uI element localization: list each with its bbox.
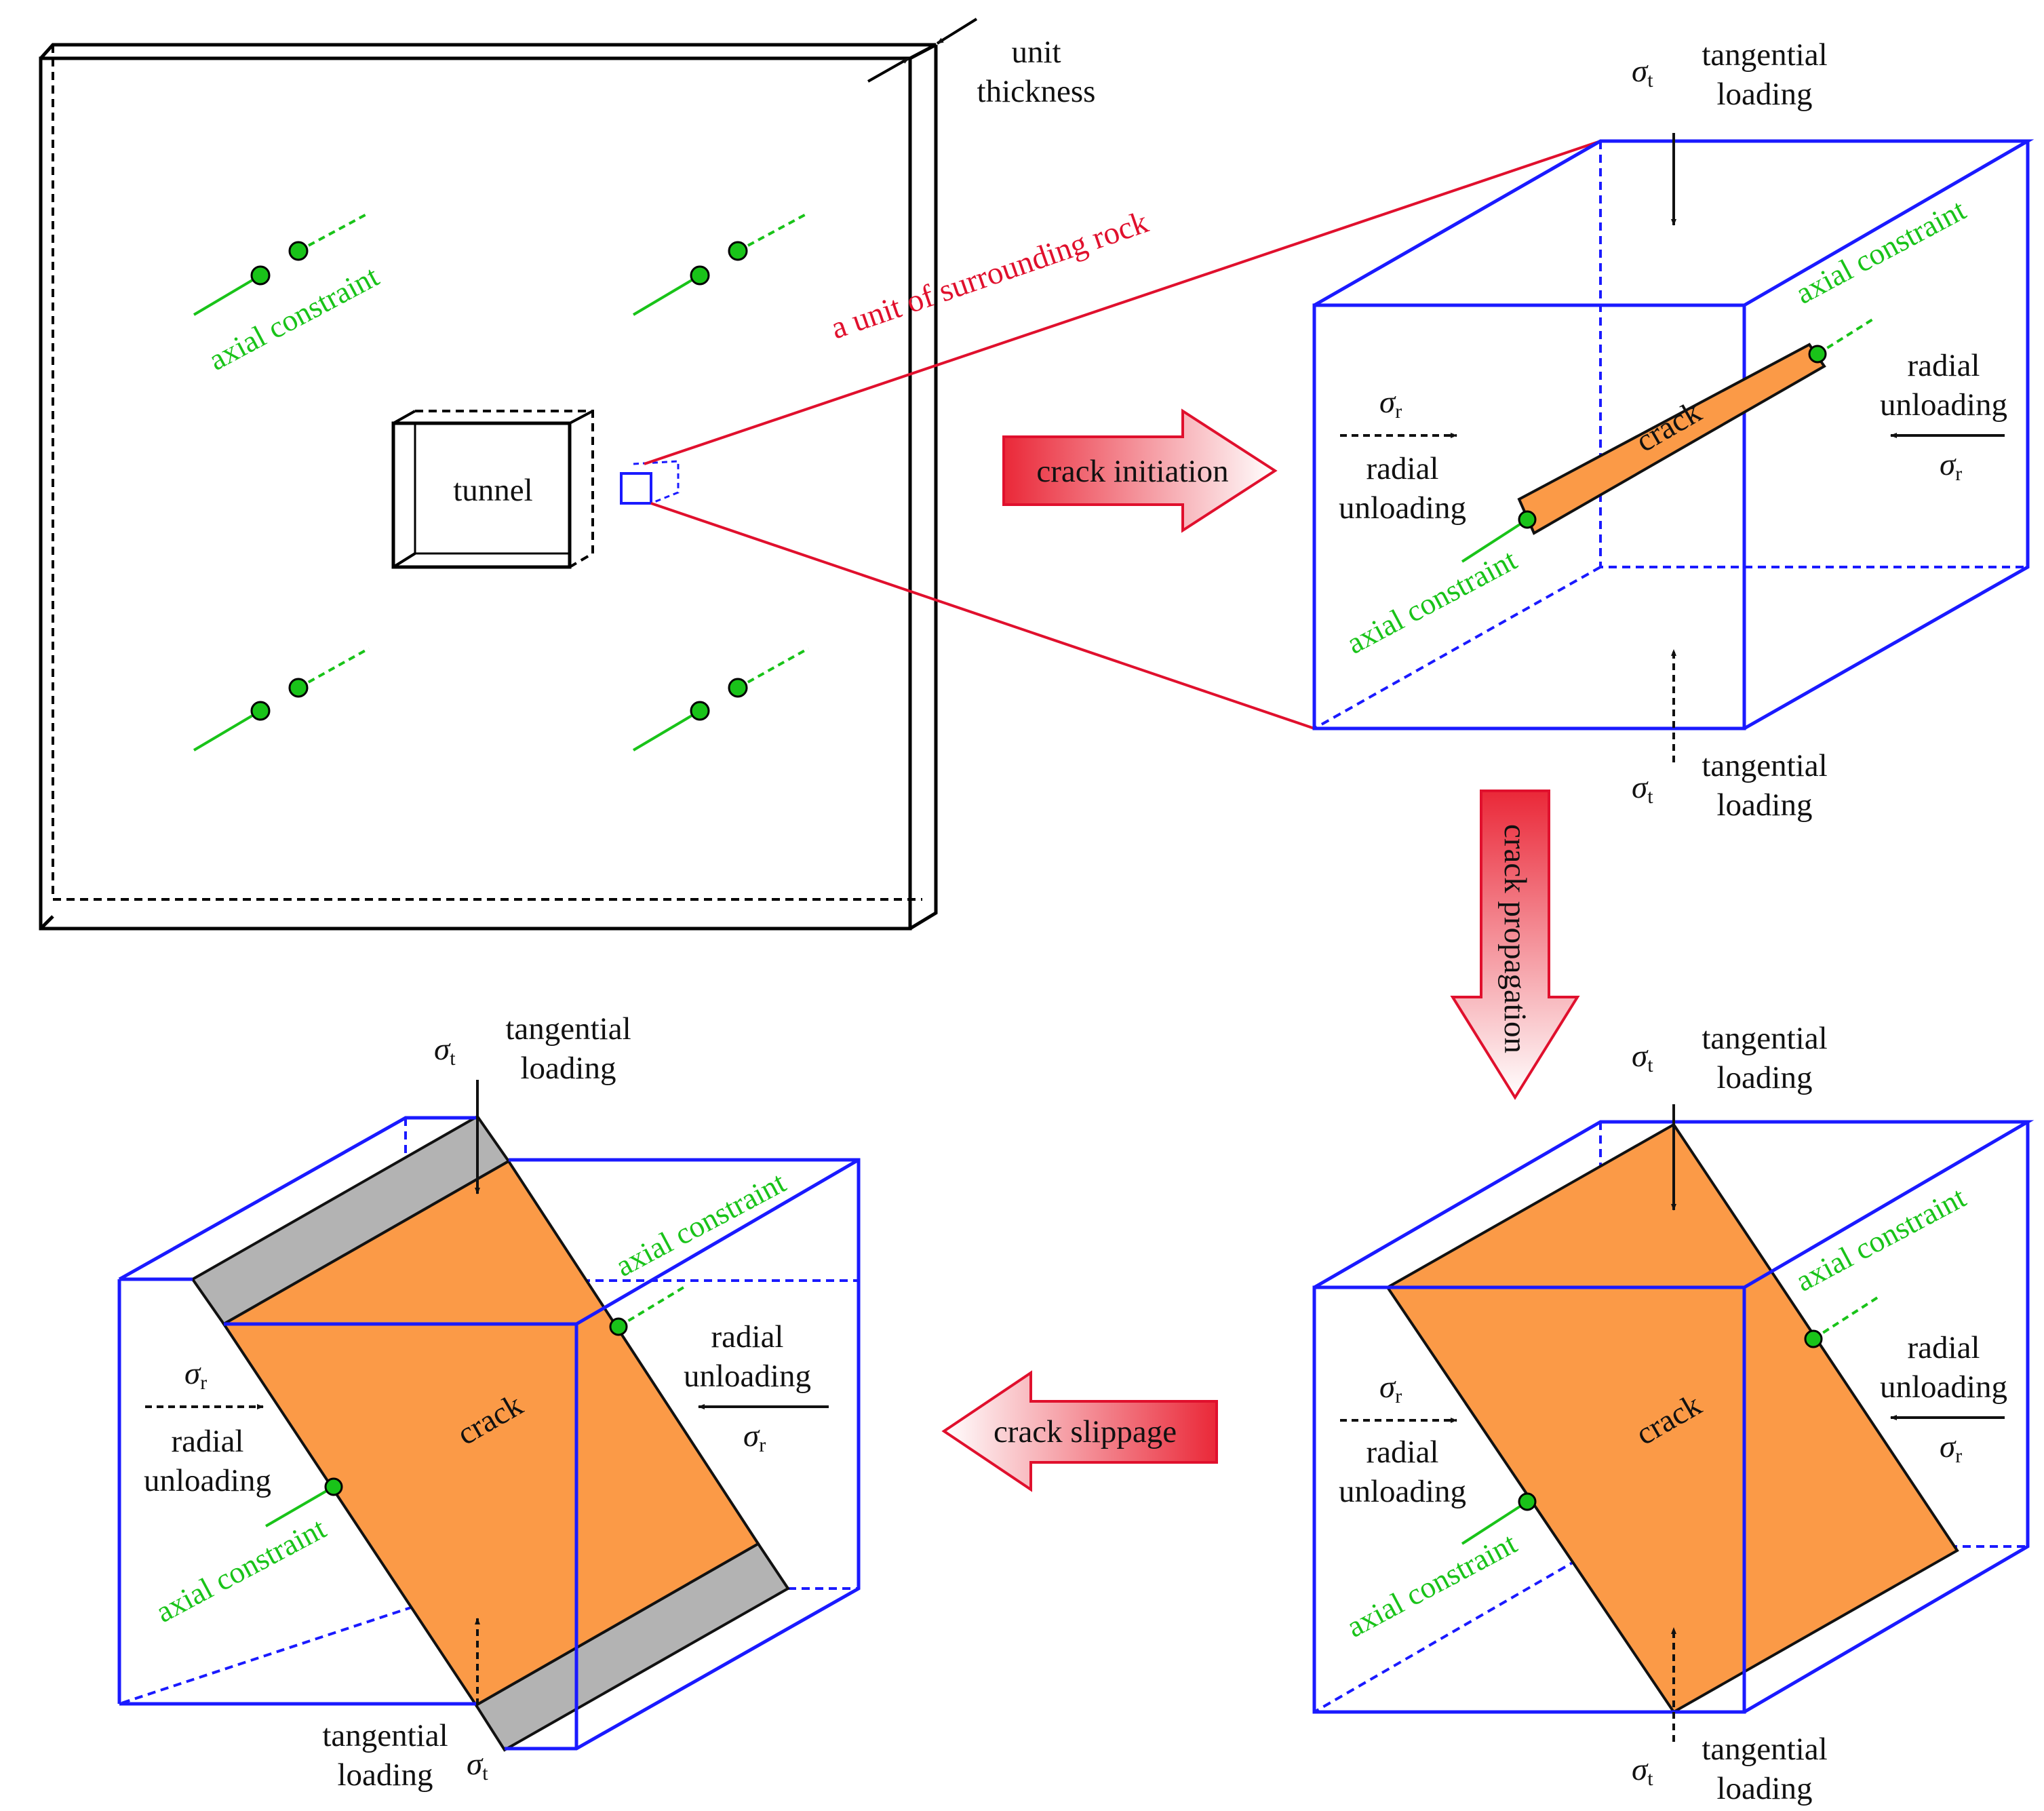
tangential-label-b-bot-1: tangential (1702, 748, 1827, 783)
constraint-label-b2: axial constraint (1341, 543, 1522, 661)
arrow-crack-slippage: crack slippage (941, 1370, 1218, 1492)
sigma-r-b-left: σr (1379, 385, 1402, 423)
tunnel-label: tunnel (453, 473, 532, 508)
tunnel-back-dashed (415, 410, 594, 568)
sigma-r-b-right: σr (1940, 447, 1962, 485)
sigma-t-c-top: σt (1632, 1038, 1653, 1076)
constraint-label-c1: axial constraint (1790, 1180, 1971, 1298)
radial-label-d-left-2: unloading (144, 1463, 271, 1498)
zoom-line-bottom (650, 502, 1315, 730)
tangential-label-d-bot-1: tangential (322, 1718, 448, 1753)
radial-label-d-right-2: unloading (684, 1359, 811, 1394)
sigma-t-b-top: σt (1632, 54, 1653, 92)
zoom-line-top (644, 140, 1601, 465)
radial-label-c-left-2: unloading (1339, 1474, 1466, 1509)
radial-label-d-right-1: radial (711, 1319, 784, 1355)
tangential-label-d-bot-2: loading (338, 1757, 433, 1793)
tunnel-corner-1 (393, 410, 416, 425)
plate-constraint-top-right (632, 212, 809, 316)
radial-label-c-right-1: radial (1908, 1330, 1980, 1365)
plate-constraint-bottom-left (193, 647, 370, 752)
plate-bottom-left-edge (39, 915, 54, 930)
radial-label-b-left-1: radial (1367, 451, 1439, 486)
element-propagation: crack axial constraint axial constraint … (1312, 1021, 2035, 1806)
constraint-label-b1: axial constraint (1790, 193, 1971, 311)
sigma-r-c-right: σr (1940, 1429, 1962, 1467)
plate-constraint-top-left (193, 212, 370, 316)
slippage-label: crack slippage (994, 1414, 1177, 1449)
radial-label-b-right-1: radial (1908, 348, 1980, 383)
sigma-r-c-left: σr (1379, 1369, 1402, 1407)
tunnel-corner-2 (569, 410, 593, 425)
small-element-front (620, 472, 652, 505)
plate-right-face (909, 45, 938, 931)
radial-label-b-right-2: unloading (1880, 387, 2007, 423)
constraint-label-d2: axial constraint (150, 1511, 332, 1629)
tangential-label-c-bot-2: loading (1717, 1771, 1813, 1806)
thickness-label-2: thickness (977, 74, 1096, 109)
constraint-label-d1: axial constraint (610, 1165, 791, 1283)
plate-constraint-label: axial constraint (203, 259, 385, 377)
crack-plane-c (1385, 1123, 1959, 1714)
element-slippage: crack axial constraint axial constraint … (117, 1011, 861, 1793)
plate-constraint-bottom-right (632, 647, 809, 752)
sigma-t-c-bottom: σt (1632, 1752, 1653, 1790)
propagation-label: crack propagation (1497, 824, 1533, 1053)
radial-label-c-right-2: unloading (1880, 1369, 2007, 1405)
tangential-label-b-bot-2: loading (1717, 787, 1813, 823)
sigma-t-b-bottom: σt (1632, 770, 1653, 808)
thickness-arrow-right (936, 18, 978, 45)
tangential-label-d-top-2: loading (521, 1051, 616, 1086)
constraint-label-c2: axial constraint (1341, 1526, 1522, 1644)
tangential-label-d-top-1: tangential (505, 1011, 631, 1047)
element-initiation: crack axial constraint axial constraint … (1312, 37, 2035, 823)
arrow-crack-propagation: crack propagation (1450, 790, 1580, 1100)
tangential-label-b-top-1: tangential (1702, 37, 1827, 73)
tangential-label-b-top-2: loading (1717, 77, 1813, 112)
plate-back-face (52, 45, 922, 901)
radial-label-d-left-1: radial (172, 1424, 244, 1459)
sigma-t-d-bottom: σt (467, 1747, 488, 1785)
zoom-label: a unit of surrounding rock (827, 204, 1153, 346)
arrow-crack-initiation: crack initiation (1002, 408, 1278, 533)
sigma-t-d-top: σt (434, 1032, 456, 1070)
tangential-label-c-top-2: loading (1717, 1060, 1813, 1095)
tunnel-corner-3 (392, 552, 416, 568)
radial-label-c-left-1: radial (1367, 1435, 1439, 1470)
crack-plane-d (222, 1159, 760, 1707)
radial-label-b-left-2: unloading (1339, 490, 1466, 526)
tangential-label-c-bot-1: tangential (1702, 1732, 1827, 1767)
thickness-label-1: unit (1011, 35, 1061, 70)
tunnel-inner (414, 422, 571, 555)
sigma-r-d-right: σr (743, 1418, 766, 1456)
initiation-label: crack initiation (1036, 454, 1228, 489)
small-element-back (633, 460, 680, 505)
plate-top-face (39, 43, 937, 60)
thickness-arrow-left (867, 57, 909, 83)
tangential-label-c-top-1: tangential (1702, 1021, 1827, 1056)
sigma-r-d-left: σr (184, 1356, 207, 1394)
